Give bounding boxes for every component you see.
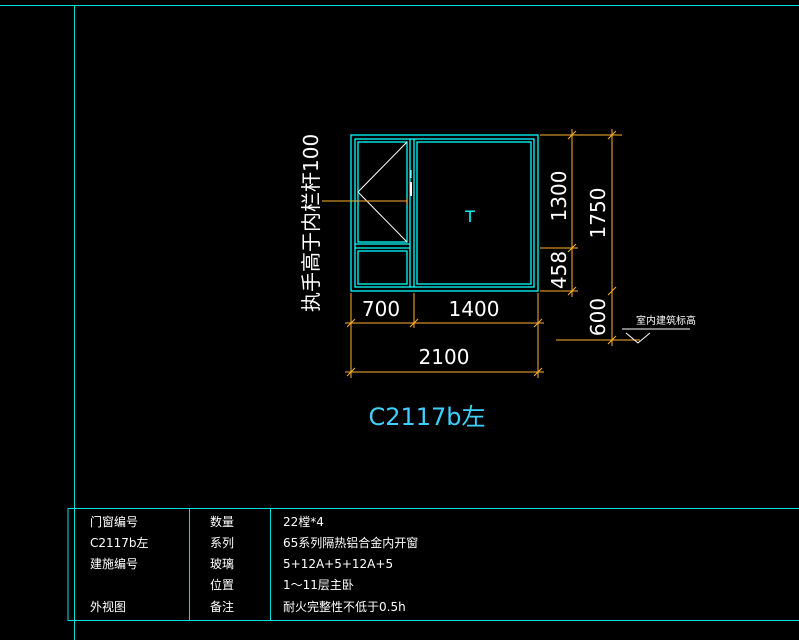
- table-row-1-col-0: C2117b左: [90, 535, 149, 550]
- opening-indicator: [357, 141, 408, 243]
- dim-width-left: 700: [362, 297, 400, 321]
- floor-level-label: 室内建筑标高: [636, 314, 696, 327]
- info-table-grid: [67, 508, 799, 640]
- table-row-2-col-0: 建施编号: [90, 556, 138, 571]
- dim-height-total: 1750: [586, 188, 610, 239]
- window-elevation: [350, 134, 539, 292]
- dim-width-right: 1400: [449, 297, 500, 321]
- dim-height-lower: 458: [547, 251, 571, 289]
- table-row-0-col-1: 数量: [210, 514, 234, 529]
- inner-frame: [354, 138, 535, 288]
- dim-height-upper: 1300: [547, 171, 571, 222]
- outer-frame: [350, 134, 539, 292]
- table-row-0-col-0: 门窗编号: [90, 514, 138, 529]
- info-table: 门窗编号 数量 22樘*4 C2117b左 系列 65系列隔热铝合金内开窗 建施…: [90, 514, 418, 614]
- drawing-border: [0, 5, 799, 640]
- handle-note: 执手高于内栏杆100: [299, 134, 323, 312]
- table-row-4-col-2: 耐火完整性不低于0.5h: [283, 599, 406, 614]
- dim-width-total: 2100: [419, 345, 470, 369]
- table-row-1-col-1: 系列: [210, 536, 234, 550]
- table-row-1-col-2: 65系列隔热铝合金内开窗: [283, 535, 418, 550]
- table-row-2-col-1: 玻璃: [210, 557, 234, 571]
- table-row-4-col-0: 外视图: [90, 599, 126, 614]
- table-row-3-col-2: 1～11层主卧: [283, 578, 354, 592]
- table-row-0-col-2: 22樘*4: [283, 515, 324, 529]
- level-marker-icon: [622, 328, 690, 344]
- lower-pane: [357, 250, 408, 285]
- pane-mark: T: [464, 207, 475, 226]
- table-row-4-col-1: 备注: [210, 599, 234, 614]
- table-row-3-col-1: 位置: [210, 577, 234, 592]
- horizontal-dimensions: [345, 293, 544, 378]
- fixed-pane: [416, 141, 532, 285]
- dim-sill-height: 600: [586, 298, 610, 336]
- handle-leader: [322, 198, 408, 205]
- window-title: C2117b左: [368, 403, 485, 431]
- vertical-dimensions: [540, 129, 640, 346]
- sash-frame: [357, 141, 408, 243]
- table-row-2-col-2: 5+12A+5+12A+5: [283, 557, 393, 571]
